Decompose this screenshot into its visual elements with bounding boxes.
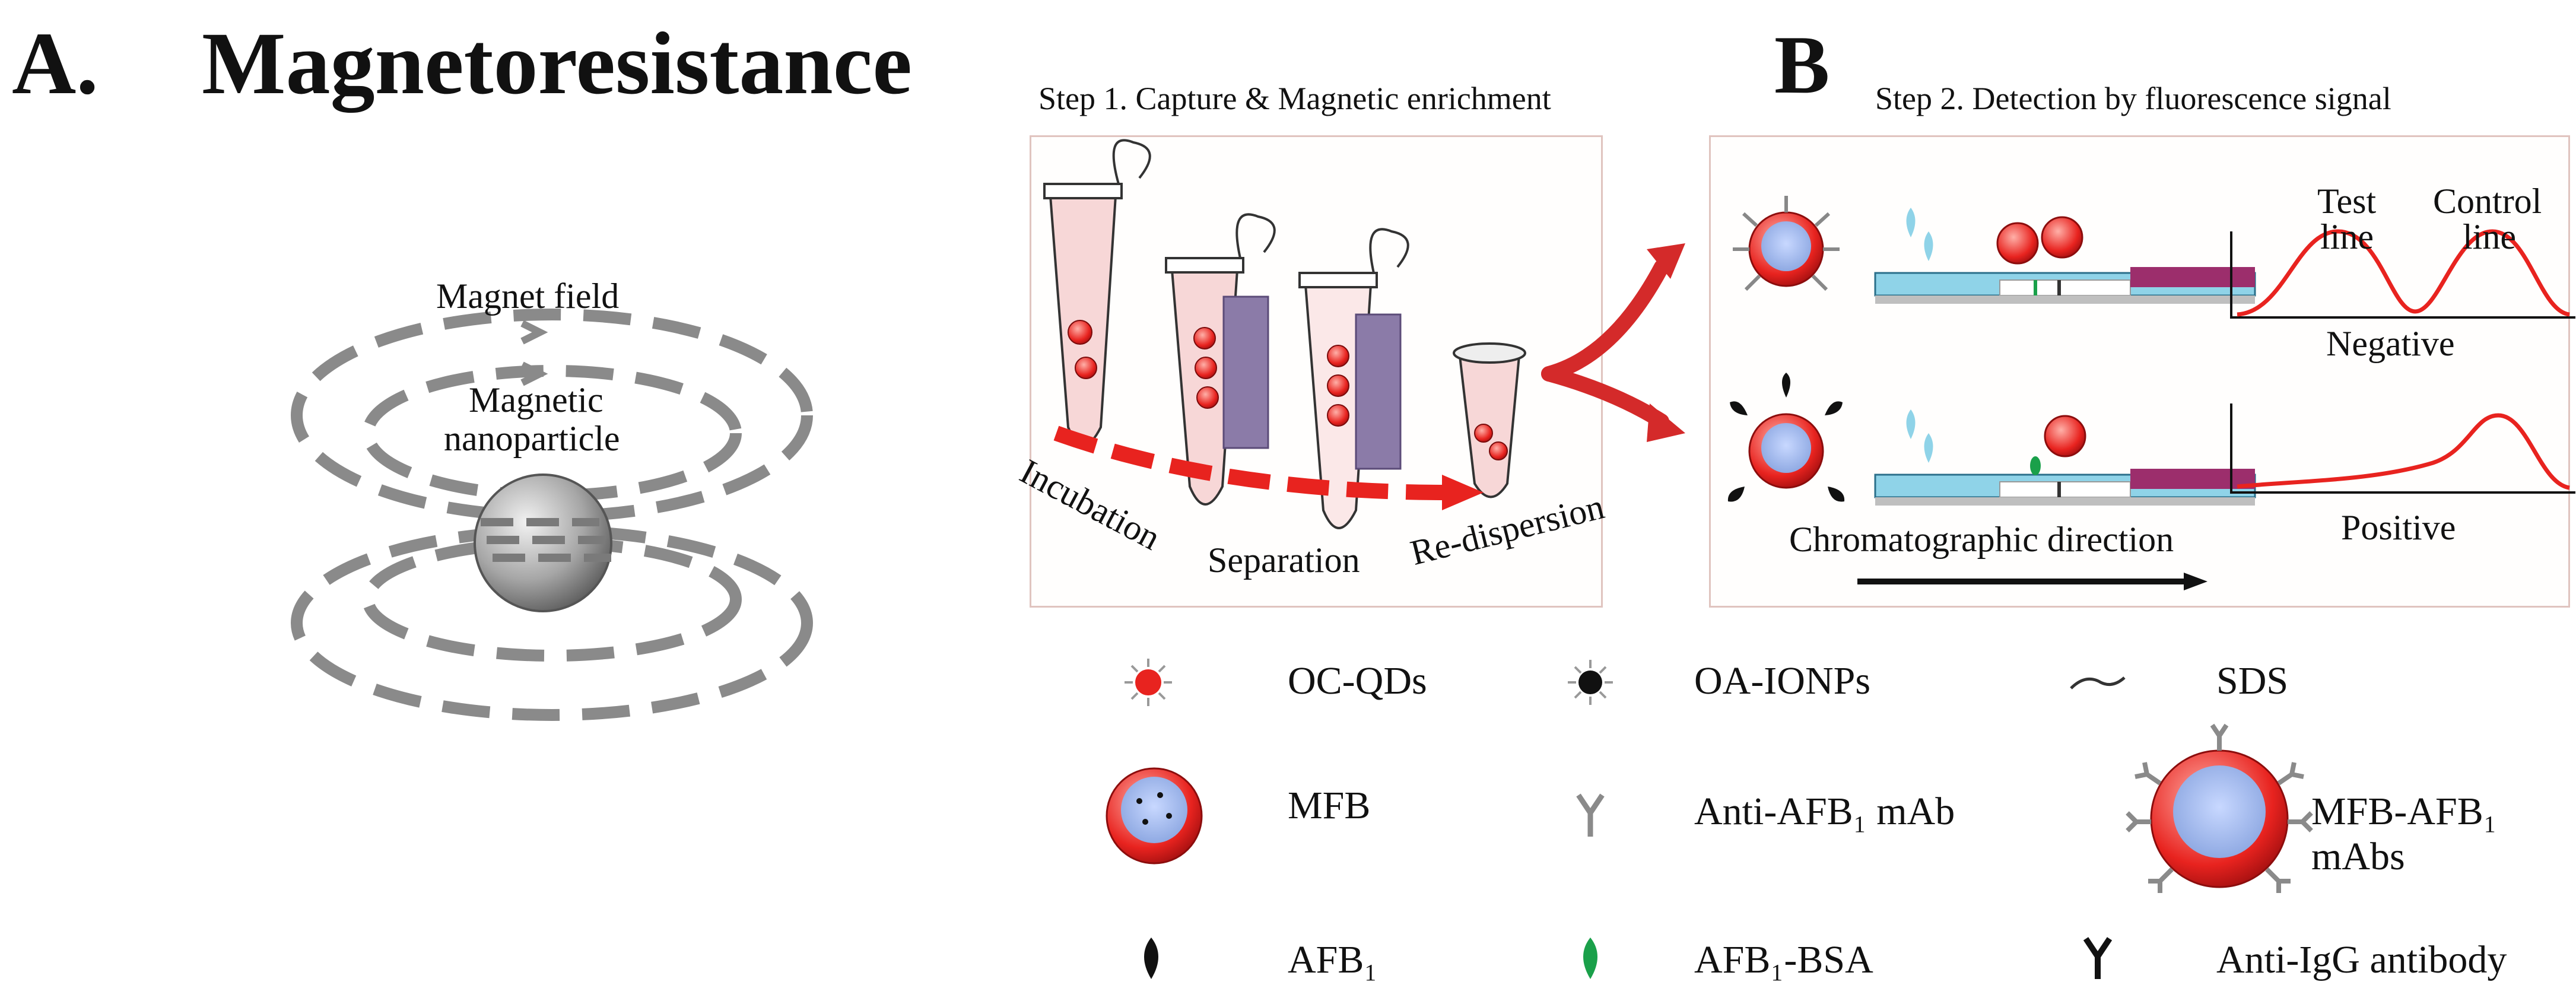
- droplets: [1906, 208, 1933, 463]
- magnet-field-label: Magnet field: [436, 277, 620, 316]
- tube-particles: [1068, 320, 1508, 460]
- direction-label: Chromatographic direction: [1789, 520, 2174, 559]
- positive-label: Positive: [2341, 508, 2456, 547]
- legend-mfb-afb1-mabs: MFB-AFB₁ mAbs: [2311, 790, 2497, 878]
- magnet-1: [1222, 295, 1269, 449]
- step2-box: [1709, 135, 2570, 608]
- signal-positive: [2230, 403, 2575, 494]
- field-arrows: [520, 320, 548, 386]
- signal-negative: [2230, 229, 2575, 319]
- probe-negative: [1733, 196, 1840, 291]
- test-line-label-1: Test: [2317, 182, 2377, 221]
- legend-afb1-bsa: AFB₁-BSA: [1694, 938, 1873, 981]
- panel-b-letter: B: [1774, 19, 1830, 111]
- probe-positive: [1727, 373, 1845, 502]
- separation-label: Separation: [1208, 541, 1360, 580]
- branch-arrows: [1541, 259, 1669, 429]
- mfb-icon: [1106, 767, 1203, 865]
- afb1-icon: [1144, 938, 1158, 979]
- anti-afb1-mab-icon: [1576, 793, 1605, 837]
- step1-title: Step 1. Capture & Magnetic enrichment: [1038, 81, 1551, 116]
- tube-1: [1043, 139, 1151, 446]
- control-line-label-1: Control: [2433, 182, 2542, 221]
- anti-igg-icon: [2083, 937, 2113, 979]
- legend-anti-afb1-mab: Anti-AFB₁ mAb: [1694, 790, 1955, 833]
- legend-mfb: MFB: [1288, 784, 1371, 827]
- magnet-2: [1355, 313, 1402, 470]
- strip-negative: [1874, 216, 2256, 304]
- legend-anti-igg: Anti-IgG antibody: [2216, 938, 2507, 981]
- legend-oa-ionps: OA-IONPs: [1694, 659, 1870, 703]
- legend-sds: SDS: [2216, 659, 2289, 703]
- oa-ionps-icon: [1568, 660, 1613, 705]
- particle-label-line2: nanoparticle: [444, 419, 620, 458]
- tube-4: [1453, 342, 1526, 498]
- particle-field-lines: [481, 518, 611, 562]
- legend-afb1: AFB₁: [1288, 938, 1378, 981]
- mfb-afb1-mabs-icon: [2126, 723, 2313, 893]
- strip-positive: [1874, 415, 2256, 506]
- step2-title: Step 2. Detection by fluorescence signal: [1875, 81, 2391, 116]
- test-line-label-2: line: [2320, 217, 2374, 256]
- panel-a-title: Magnetoresistance: [202, 14, 912, 113]
- negative-label: Negative: [2326, 324, 2455, 363]
- control-line-label-2: line: [2463, 217, 2516, 256]
- process-arrow: [1053, 425, 1449, 500]
- legend-oc-qds: OC-QDs: [1288, 659, 1427, 703]
- oc-qds-icon: [1125, 659, 1172, 706]
- sds-icon: [2070, 676, 2126, 689]
- panel-a-letter: A.: [12, 14, 99, 113]
- particle-label-line1: Magnetic: [469, 380, 603, 420]
- afb1-bsa-icon: [1583, 938, 1597, 979]
